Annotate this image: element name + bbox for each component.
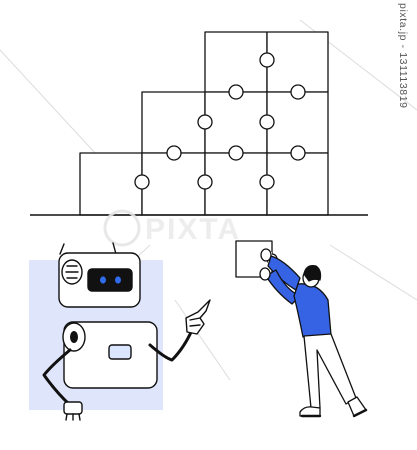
side-credit: pixta.jp - 131113819 (396, 3, 410, 183)
robot (42, 242, 211, 421)
robot-claw (63, 401, 83, 421)
person-hand (259, 267, 271, 281)
puzzle-piece (204, 91, 268, 154)
puzzle-piece (204, 152, 268, 216)
puzzle-piece (141, 91, 206, 154)
watermark: PIXTA (103, 209, 241, 247)
puzzle-piece (204, 31, 268, 93)
person-legs (303, 333, 357, 409)
person-torso (293, 283, 332, 338)
robot-eye (115, 276, 121, 284)
puzzle-knobs (134, 52, 306, 190)
person-shoe (347, 396, 367, 417)
person-hand (260, 248, 272, 262)
person-hair (303, 265, 322, 282)
puzzle-piece (266, 31, 329, 93)
puzzle-piece (141, 152, 206, 216)
robot-pointing-hand (185, 299, 211, 335)
robot-screen (108, 344, 132, 360)
puzzle-piece (266, 152, 329, 216)
person-shoe (299, 406, 321, 417)
watermark-text: PIXTA (145, 213, 241, 246)
robot-eye (100, 276, 106, 284)
robot-visor (87, 268, 133, 292)
robot-antenna (59, 243, 65, 255)
watermark-logo-icon (103, 209, 141, 247)
puzzle-piece (266, 91, 329, 154)
robot-antenna (112, 242, 117, 255)
side-credit-text: pixta.jp - 131113819 (397, 3, 409, 109)
person (235, 240, 368, 418)
puzzle-piece (79, 152, 143, 216)
